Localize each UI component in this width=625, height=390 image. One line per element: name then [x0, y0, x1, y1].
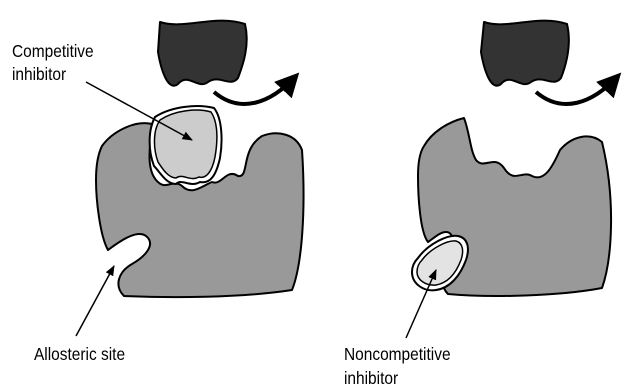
noncompetitive-panel: Noncompetitive inhibitor — [344, 21, 618, 389]
competitive-panel: Competitive inhibitor Allosteric site — [12, 21, 304, 365]
competitive-inhibitor-label-line1: Competitive — [12, 41, 94, 61]
substrate-left — [158, 21, 247, 86]
competitive-inhibitor — [154, 110, 216, 179]
allosteric-site-label: Allosteric site — [34, 344, 125, 364]
competitive-inhibitor-label-line2: inhibitor — [12, 64, 67, 84]
substrate-right — [481, 21, 569, 86]
noncompetitive-inhibitor-label-line2: inhibitor — [344, 368, 399, 388]
noncompetitive-inhibitor-label-line1: Noncompetitive — [344, 344, 451, 364]
allosteric-pointer-arrow — [76, 266, 114, 336]
